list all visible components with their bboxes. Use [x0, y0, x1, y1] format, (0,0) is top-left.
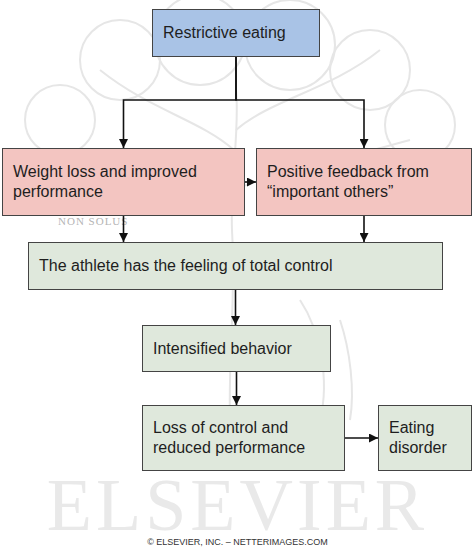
- process-box: Intensified behavior: [142, 325, 331, 372]
- box-text: Intensified behavior: [153, 339, 292, 359]
- box-text: Loss of control and reduced performance: [153, 418, 334, 458]
- copyright-note: © ELSEVIER, INC. – NETTERIMAGES.COM: [0, 538, 475, 547]
- flow-arrow: [345, 437, 378, 439]
- box-text: Positive feedback from “important others…: [267, 162, 461, 202]
- flow-arrow: [236, 57, 364, 148]
- process-box: The athlete has the feeling of total con…: [28, 242, 443, 290]
- box-text: Restrictive eating: [163, 23, 286, 43]
- flow-arrow: [123, 216, 125, 242]
- outcome-box: Eating disorder: [378, 405, 472, 471]
- process-box: Loss of control and reduced performance: [142, 405, 345, 471]
- box-text: Weight loss and improved performance: [13, 162, 234, 202]
- tree-leaves: [25, 85, 95, 155]
- flow-arrow: [236, 372, 238, 405]
- flow-arrow: [245, 181, 256, 183]
- start-box: Restrictive eating: [152, 9, 320, 57]
- flow-arrow: [124, 57, 237, 148]
- process-box: Positive feedback from “important others…: [256, 148, 472, 216]
- box-text: Eating disorder: [389, 418, 461, 458]
- process-box: Weight loss and improved performance: [2, 148, 245, 216]
- flow-arrow: [235, 290, 237, 325]
- flow-arrow: [363, 216, 365, 242]
- tree-leaves: [80, 20, 160, 100]
- watermark-text: ELSEVIER: [0, 468, 475, 542]
- watermark-motto: NON SOLUS: [58, 216, 128, 227]
- box-text: The athlete has the feeling of total con…: [39, 256, 333, 276]
